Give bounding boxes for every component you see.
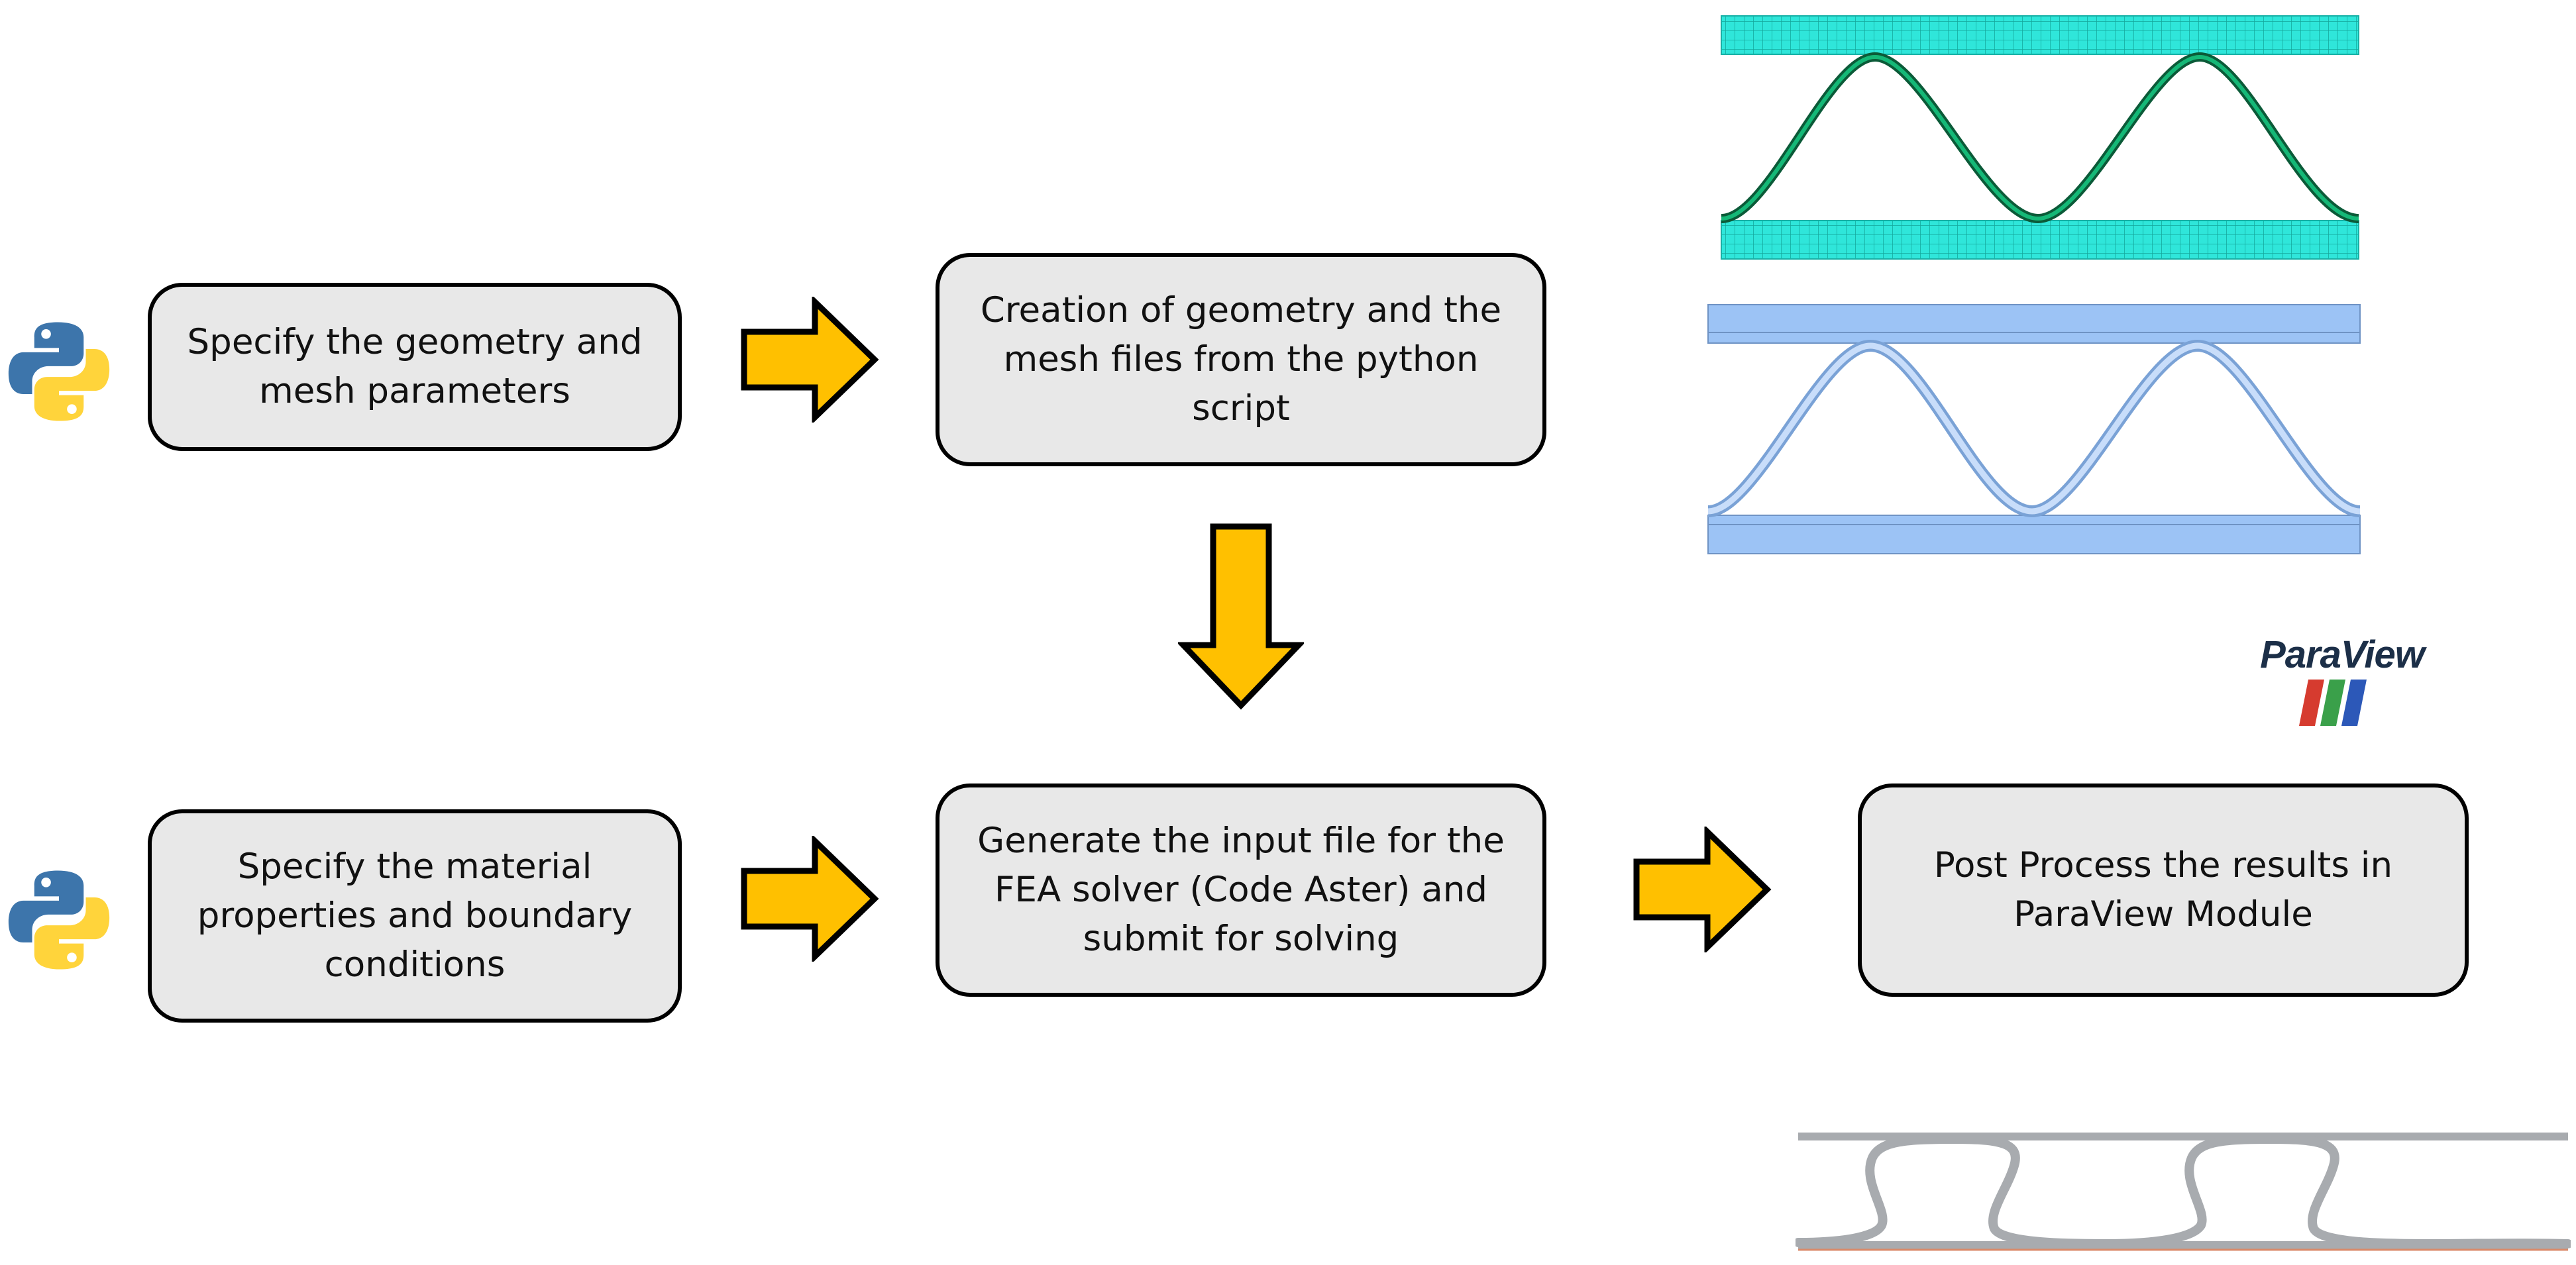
paraview-logo-icon: [2299, 680, 2367, 726]
mesh-corrugated-core: [1721, 52, 2359, 224]
step-post-process: Post Process the results in ParaView Mod…: [1858, 784, 2469, 997]
step-label: Generate the input file for the FEA solv…: [977, 821, 1505, 959]
step-label: Specify the material properties and boun…: [197, 846, 633, 985]
deformed-result-figure: [1796, 1133, 2571, 1251]
mesh-bottom-plate: [1721, 220, 2359, 260]
paraview-logo-text: ParaView: [2260, 633, 2425, 676]
mesh-figure: [1721, 15, 2359, 260]
step-label: Post Process the results in ParaView Mod…: [1933, 845, 2393, 935]
block-arrow-icon: [1633, 827, 1772, 952]
geometry-top-plate: [1707, 304, 2361, 344]
step-label: Creation of geometry and the mesh files …: [980, 290, 1502, 429]
step-label: Specify the geometry and mesh parameters: [187, 322, 643, 411]
geometry-bottom-plate: [1707, 515, 2361, 554]
python-logo-icon: [8, 870, 110, 970]
step-specify-material-bc: Specify the material properties and boun…: [148, 809, 682, 1023]
step-create-geometry-mesh-files: Creation of geometry and the mesh files …: [936, 253, 1546, 466]
step-generate-input-solve: Generate the input file for the FEA solv…: [936, 784, 1546, 997]
python-logo-icon: [8, 322, 110, 421]
deformed-corrugated-core: [1796, 1134, 2571, 1249]
block-arrow-icon: [741, 297, 879, 423]
step-specify-geometry-mesh: Specify the geometry and mesh parameters: [148, 283, 682, 451]
geometry-corrugated-core: [1707, 339, 2361, 518]
geometry-figure: [1707, 304, 2361, 554]
block-arrow-icon: [741, 836, 879, 962]
block-arrow-icon: [1178, 523, 1304, 710]
mesh-top-plate: [1721, 15, 2359, 55]
